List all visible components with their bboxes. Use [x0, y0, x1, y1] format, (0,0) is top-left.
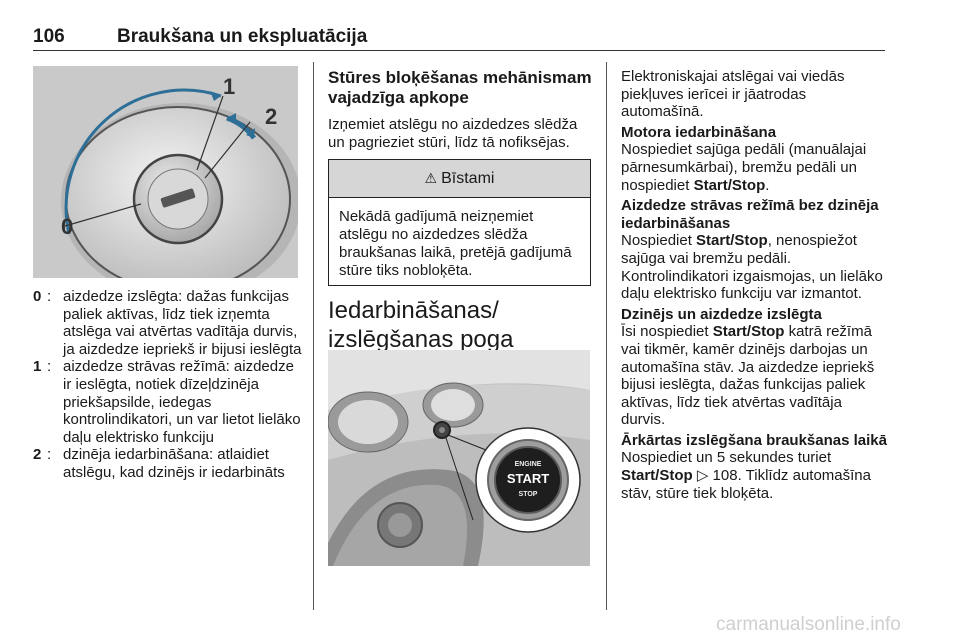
page-ref-arrow-icon[interactable]: ▷ — [696, 467, 709, 485]
legend-key: 1 — [33, 358, 42, 376]
page-header: 106 Braukšana un ekspluatācija — [33, 26, 885, 54]
legend-colon: : — [47, 446, 52, 464]
text-run: 108. Tiklīdz automašīna stāv, stūre tiek… — [621, 467, 871, 502]
legend-key: 0 — [33, 288, 42, 305]
intro-paragraph: Elektroniskajai atslēgai vai viedās piek… — [621, 68, 845, 121]
legend-item-1: 1 : aizdedze strāvas režīmā: aizdedze ir… — [33, 358, 303, 446]
engine-start-paragraph: Nospiediet sajūga pedāli (manuālajai pār… — [621, 141, 889, 194]
text-run: Nospiediet sajūga pedāli (manuālajai pār… — [621, 141, 867, 194]
lock-label-1: 1 — [223, 74, 235, 99]
text-run: Īsi nospiediet — [621, 323, 713, 341]
legend-text: dzinēja iedarbināšana: atlaidiet atslēgu… — [63, 446, 285, 481]
engine-off-subheading: Dzinējs un aizdedze izslēgta — [621, 305, 822, 323]
warning-title: Bīstami — [441, 170, 495, 187]
lock-label-2: 2 — [265, 104, 277, 129]
warning-box: ⚠Bīstami Nekādā gadījumā neizņemiet atsl… — [328, 159, 591, 286]
emergency-stop-paragraph: Nospiediet un 5 sekundes turiet Start/St… — [621, 449, 889, 502]
dashboard-illustration: ENGINE START STOP — [328, 350, 590, 566]
steering-lock-heading: Stūres bloķēšanas mehānismam vajadzīga a… — [328, 68, 592, 107]
legend-text: aizdedze izslēgta: dažas funkcijas palie… — [63, 288, 302, 358]
text-run: . — [765, 176, 770, 194]
column-divider-2 — [606, 62, 607, 610]
page-number: 106 — [33, 26, 65, 47]
ignition-legend: 0 : aizdedze izslēgta: dažas funkcijas p… — [33, 288, 303, 482]
warning-triangle-icon: ⚠ — [424, 170, 438, 186]
start-stop-term: Start/Stop — [621, 467, 693, 485]
text-run: , nenospiežot sajūga vai bremžu pedāli. … — [621, 232, 883, 303]
ignition-lock-illustration: 1 2 0 — [61, 74, 298, 278]
button-text-start: START — [507, 471, 549, 486]
button-text-stop: STOP — [519, 491, 538, 498]
legend-item-0: 0 : aizdedze izslēgta: dažas funkcijas p… — [33, 288, 303, 358]
emergency-stop-subheading: Ārkārtas izslēgšana braukšanas laikā — [621, 431, 887, 449]
start-stop-term: Start/Stop — [693, 176, 766, 194]
steering-lock-paragraph: Izņemiet atslēgu no aizdedzes slēdža un … — [328, 116, 578, 151]
legend-key: 2 — [33, 446, 42, 464]
legend-colon: : — [47, 288, 52, 305]
engine-start-subheading: Motora iedarbināšana — [621, 123, 777, 141]
text-run: Nospiediet un 5 sekundes turiet — [621, 449, 832, 467]
warning-body: Nekādā gadījumā neizņemiet atslēgu no ai… — [339, 208, 572, 279]
lock-label-0: 0 — [61, 214, 73, 239]
start-stop-section-title: Iedarbināšanas/ izslēgšanas poga — [328, 297, 514, 353]
text-run: Nospiediet — [621, 232, 697, 250]
legend-item-2: 2 : dzinēja iedarbināšana: atlaidiet ats… — [33, 446, 303, 481]
column-divider-1 — [313, 62, 314, 610]
start-stop-section-title-wrap: Iedarbināšanas/ izslēgšanas poga — [328, 296, 593, 354]
text-run: katrā režīmā vai tikmēr, kamēr dzinējs d… — [621, 323, 875, 429]
page-title: Braukšana un ekspluatācija — [117, 26, 368, 47]
engine-start-instructions: Elektroniskajai atslēgai vai viedās piek… — [621, 68, 889, 502]
start-stop-term: Start/Stop — [696, 232, 768, 250]
start-stop-term: Start/Stop — [712, 323, 785, 341]
start-stop-button-figure: ENGINE START STOP — [328, 350, 590, 566]
power-mode-subheading: Aizdedze strāvas režīmā bez dzinēja ieda… — [621, 197, 879, 232]
button-text-engine: ENGINE — [515, 461, 542, 468]
power-mode-paragraph: Nospiediet Start/Stop, nenospiežot sajūg… — [621, 232, 889, 302]
legend-text: aizdedze strāvas režīmā: aizdedze ir ies… — [63, 358, 301, 446]
header-divider — [33, 50, 885, 51]
warning-header: ⚠Bīstami — [329, 160, 590, 198]
steering-lock-section: Stūres bloķēšanas mehānismam vajadzīga a… — [328, 68, 593, 151]
watermark: carmanualsonline.info — [716, 614, 901, 635]
ignition-lock-figure: 1 2 0 — [33, 66, 298, 278]
engine-off-paragraph: Īsi nospiediet Start/Stop katrā režīmā v… — [621, 323, 889, 429]
legend-colon: : — [47, 358, 52, 376]
